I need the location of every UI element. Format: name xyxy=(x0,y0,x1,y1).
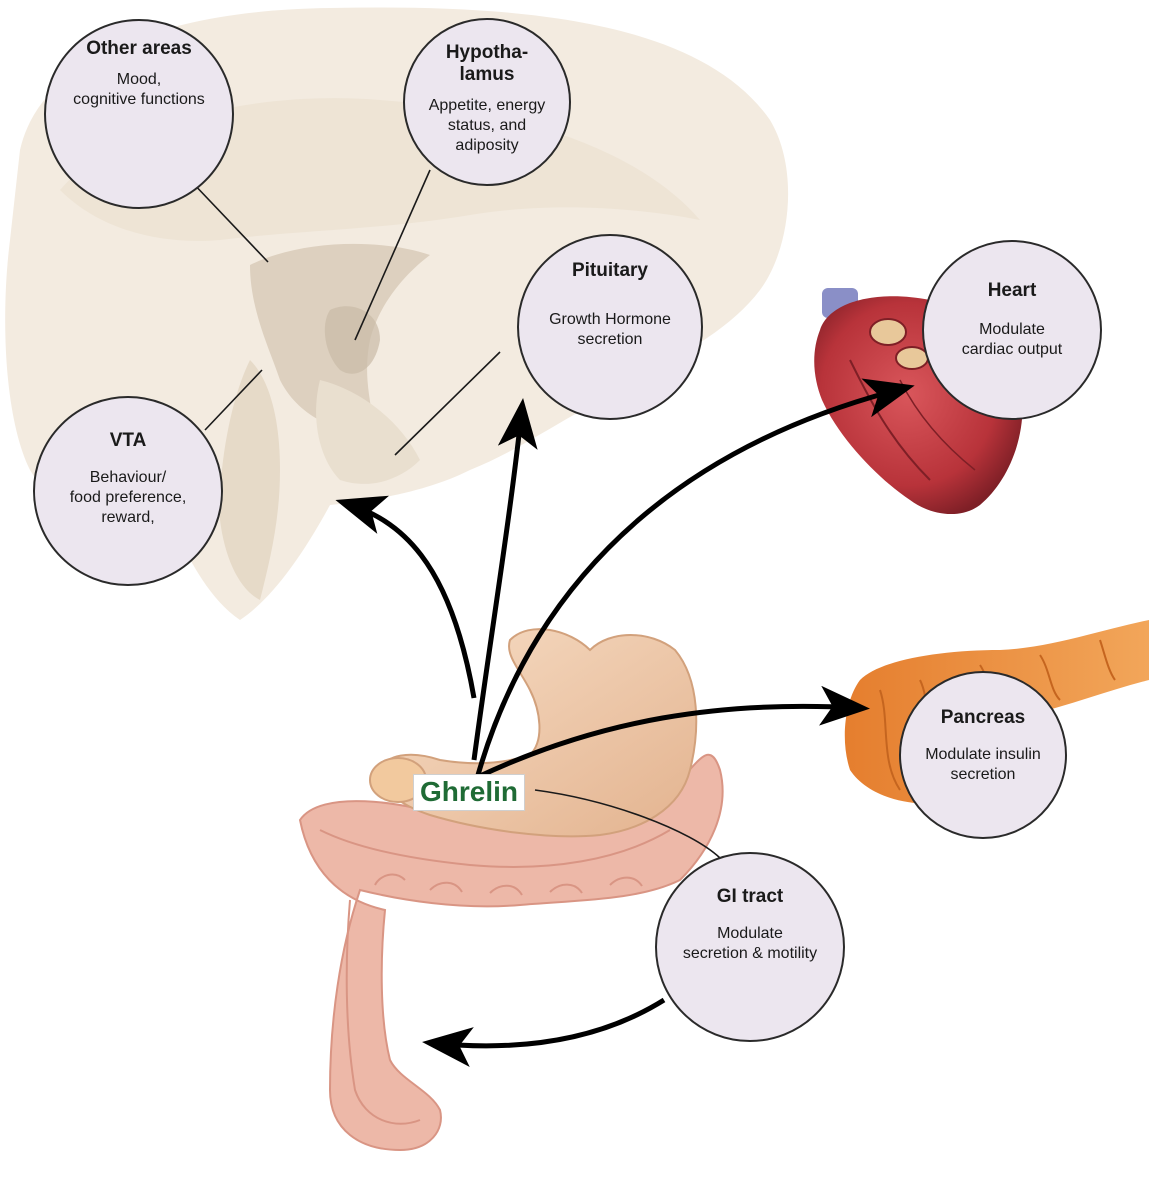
hypothalamus-title: Hypotha- lamus xyxy=(405,42,569,86)
pancreas-desc: Modulate insulin secretion xyxy=(901,745,1065,785)
hypothalamus-bubble: Hypotha- lamus Appetite, energy status, … xyxy=(403,18,571,186)
gi-tract-title: GI tract xyxy=(657,886,843,908)
heart-title: Heart xyxy=(924,280,1100,302)
ghrelin-label: Ghrelin xyxy=(413,774,525,811)
gi-tract-desc: Modulate secretion & motility xyxy=(657,924,843,964)
other-areas-title: Other areas xyxy=(46,38,232,60)
vta-bubble: VTA Behaviour/ food preference, reward, xyxy=(33,396,223,586)
pancreas-bubble: Pancreas Modulate insulin secretion xyxy=(899,671,1067,839)
vta-title: VTA xyxy=(35,430,221,452)
pituitary-title: Pituitary xyxy=(519,260,701,282)
pituitary-desc: Growth Hormone secretion xyxy=(519,310,701,350)
hypothalamus-desc: Appetite, energy status, and adiposity xyxy=(405,96,569,156)
pancreas-title: Pancreas xyxy=(901,707,1065,729)
other-areas-desc: Mood, cognitive functions xyxy=(46,70,232,110)
arrow-to-gut xyxy=(432,1000,664,1046)
heart-bubble: Heart Modulate cardiac output xyxy=(922,240,1102,420)
heart-desc: Modulate cardiac output xyxy=(924,320,1100,360)
pituitary-bubble: Pituitary Growth Hormone secretion xyxy=(517,234,703,420)
other-areas-bubble: Other areas Mood, cognitive functions xyxy=(44,19,234,209)
vta-desc: Behaviour/ food preference, reward, xyxy=(35,468,221,528)
gi-tract-bubble: GI tract Modulate secretion & motility xyxy=(655,852,845,1042)
arrow-to-vta xyxy=(345,503,474,698)
